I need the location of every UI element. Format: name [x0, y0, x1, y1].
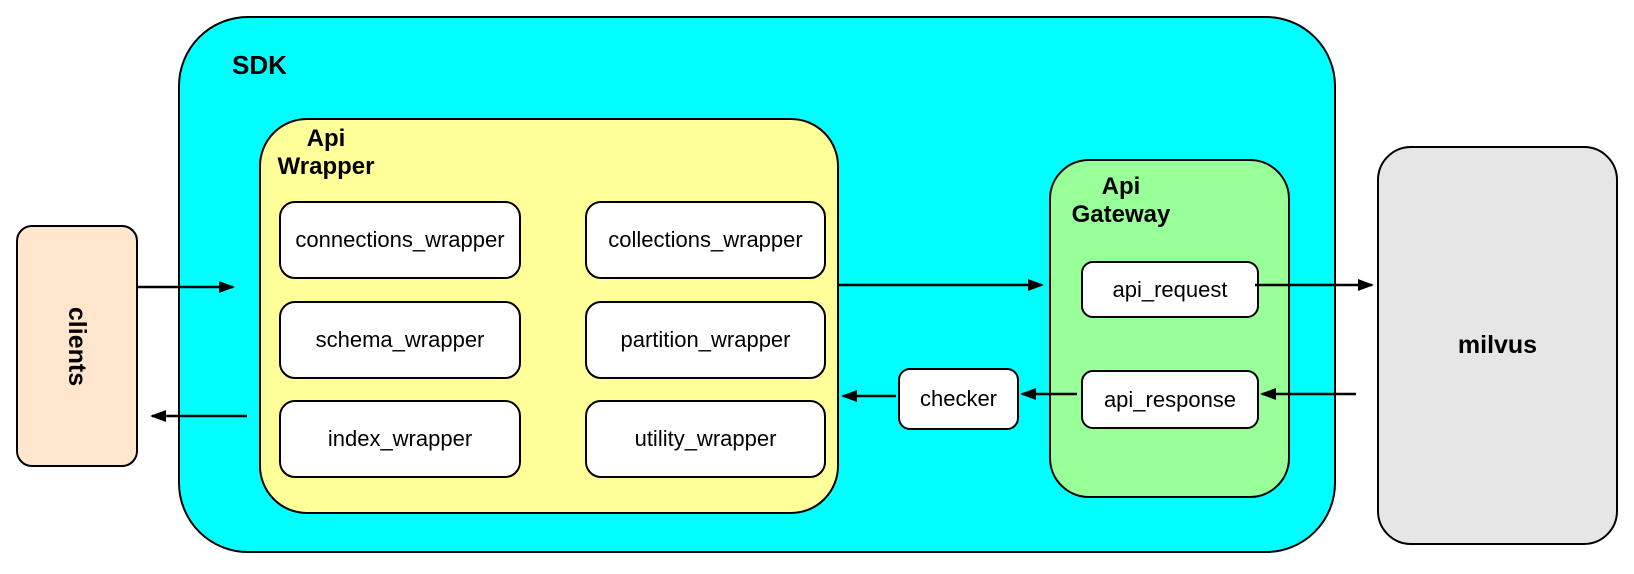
- node-partition-wrapper: partition_wrapper: [585, 301, 826, 379]
- node-clients: clients: [16, 225, 138, 467]
- api-wrapper-group: Api Wrapper connections_wrapper collecti…: [259, 118, 839, 514]
- node-api-response: api_response: [1081, 370, 1259, 429]
- api-wrapper-title: Api Wrapper: [277, 125, 375, 180]
- node-milvus: milvus: [1377, 146, 1618, 545]
- api-gateway-title: Api Gateway: [1071, 173, 1171, 228]
- sdk-container: SDK Api Wrapper connections_wrapper coll…: [178, 16, 1336, 553]
- node-collections-wrapper: collections_wrapper: [585, 201, 826, 279]
- api-gateway-group: Api Gateway api_request api_response: [1049, 159, 1290, 498]
- node-utility-wrapper: utility_wrapper: [585, 400, 826, 478]
- node-schema-wrapper: schema_wrapper: [279, 301, 521, 379]
- sdk-label: SDK: [232, 50, 287, 80]
- node-index-wrapper: index_wrapper: [279, 400, 521, 478]
- node-connections-wrapper: connections_wrapper: [279, 201, 521, 279]
- clients-label: clients: [63, 306, 92, 386]
- node-api-request: api_request: [1081, 261, 1259, 318]
- node-checker: checker: [898, 368, 1019, 430]
